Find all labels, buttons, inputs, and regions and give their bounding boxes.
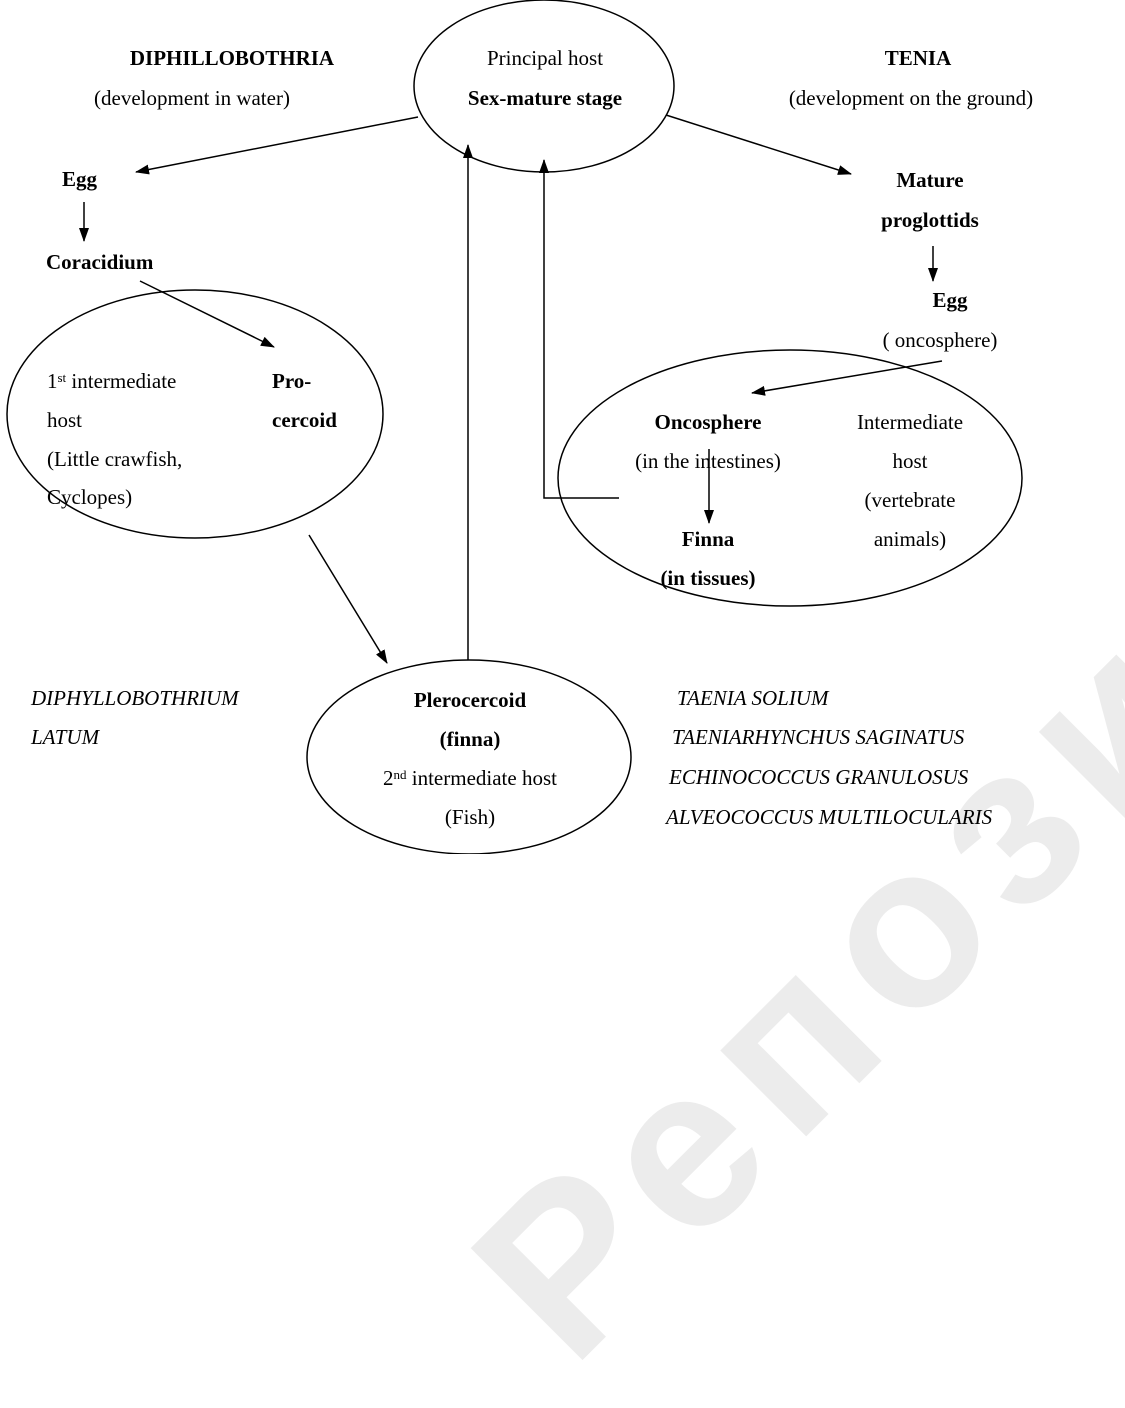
sex-mature-stage-label: Sex-mature stage <box>467 86 623 110</box>
right-branch-subtitle: (development on the ground) <box>788 86 1034 110</box>
coracidium-label: Coracidium <box>46 250 154 274</box>
first-host-line4: Cyclopes) <box>47 485 133 509</box>
first-intermediate-host-ellipse <box>6 289 384 539</box>
vertebrate-host-line4: animals) <box>873 527 947 551</box>
first-host-line1: 1st intermediate <box>47 369 177 393</box>
second-host-label: 2nd intermediate host <box>383 766 557 790</box>
life-cycle-diagram: Репозиторий БГМУ DIPHILLOBOTHRIA (develo… <box>6 0 1125 1406</box>
egg-label-right: Egg <box>932 288 968 312</box>
diagram-shapes <box>6 0 1023 854</box>
vertebrate-host-line2: host <box>892 449 928 473</box>
vertebrate-host-ellipse <box>557 349 1023 607</box>
oncosphere-location-label: (in the intestines) <box>635 449 781 473</box>
right-branch-title: TENIA <box>884 46 952 70</box>
vertebrate-host-line3: (vertebrate <box>864 488 956 512</box>
procercoid-label-line1: Pro- <box>272 369 312 393</box>
vertebrate-host-line1: Intermediate <box>856 410 964 434</box>
species-right-line2: TAENIARHYNCHUS SAGINATUS <box>672 725 965 749</box>
egg-label-left: Egg <box>62 167 98 191</box>
species-left-line2: LATUM <box>31 725 100 749</box>
left-branch-title: DIPHILLOBOTHRIA <box>129 46 335 70</box>
fish-label: (Fish) <box>444 805 496 829</box>
finna-label: Finna <box>681 527 735 551</box>
arrow-host-to-egg <box>135 116 419 175</box>
finna-label-fish: (finna) <box>439 727 501 751</box>
oncosphere-label: Oncosphere <box>654 410 762 434</box>
principal-host-label: Principal host <box>486 46 604 70</box>
fish-host-ellipse <box>306 659 632 854</box>
left-branch-subtitle: (development in water) <box>94 86 290 110</box>
species-right-line1: TAENIA SOLIUM <box>677 686 829 710</box>
first-host-line3: (Little crawfish, <box>47 447 183 471</box>
species-right-line4: ALVEOCOCCUS MULTILOCULARIS <box>666 805 993 829</box>
mature-proglottids-line2: proglottids <box>881 208 979 232</box>
mature-proglottids-line1: Mature <box>896 168 964 192</box>
finna-location-label: (in tissues) <box>660 566 756 590</box>
species-left-line1: DIPHYLLOBOTHRIUM <box>31 686 239 710</box>
arrow-procercoid-to-plerocercoid <box>308 534 388 664</box>
arrow-egg-to-oncosphere <box>751 360 943 396</box>
species-right-line3: ECHINOCOCCUS GRANULOSUS <box>669 765 969 789</box>
arrow-coracidium-to-procercoid <box>139 280 275 348</box>
plerocercoid-label: Plerocercoid <box>413 688 527 712</box>
egg-oncosphere-label: ( oncosphere) <box>882 328 998 352</box>
first-host-line2: host <box>47 408 83 432</box>
procercoid-label-line2: cercoid <box>272 408 337 432</box>
arrow-finna-to-host <box>539 159 619 499</box>
arrow-host-to-proglottids <box>665 114 852 175</box>
